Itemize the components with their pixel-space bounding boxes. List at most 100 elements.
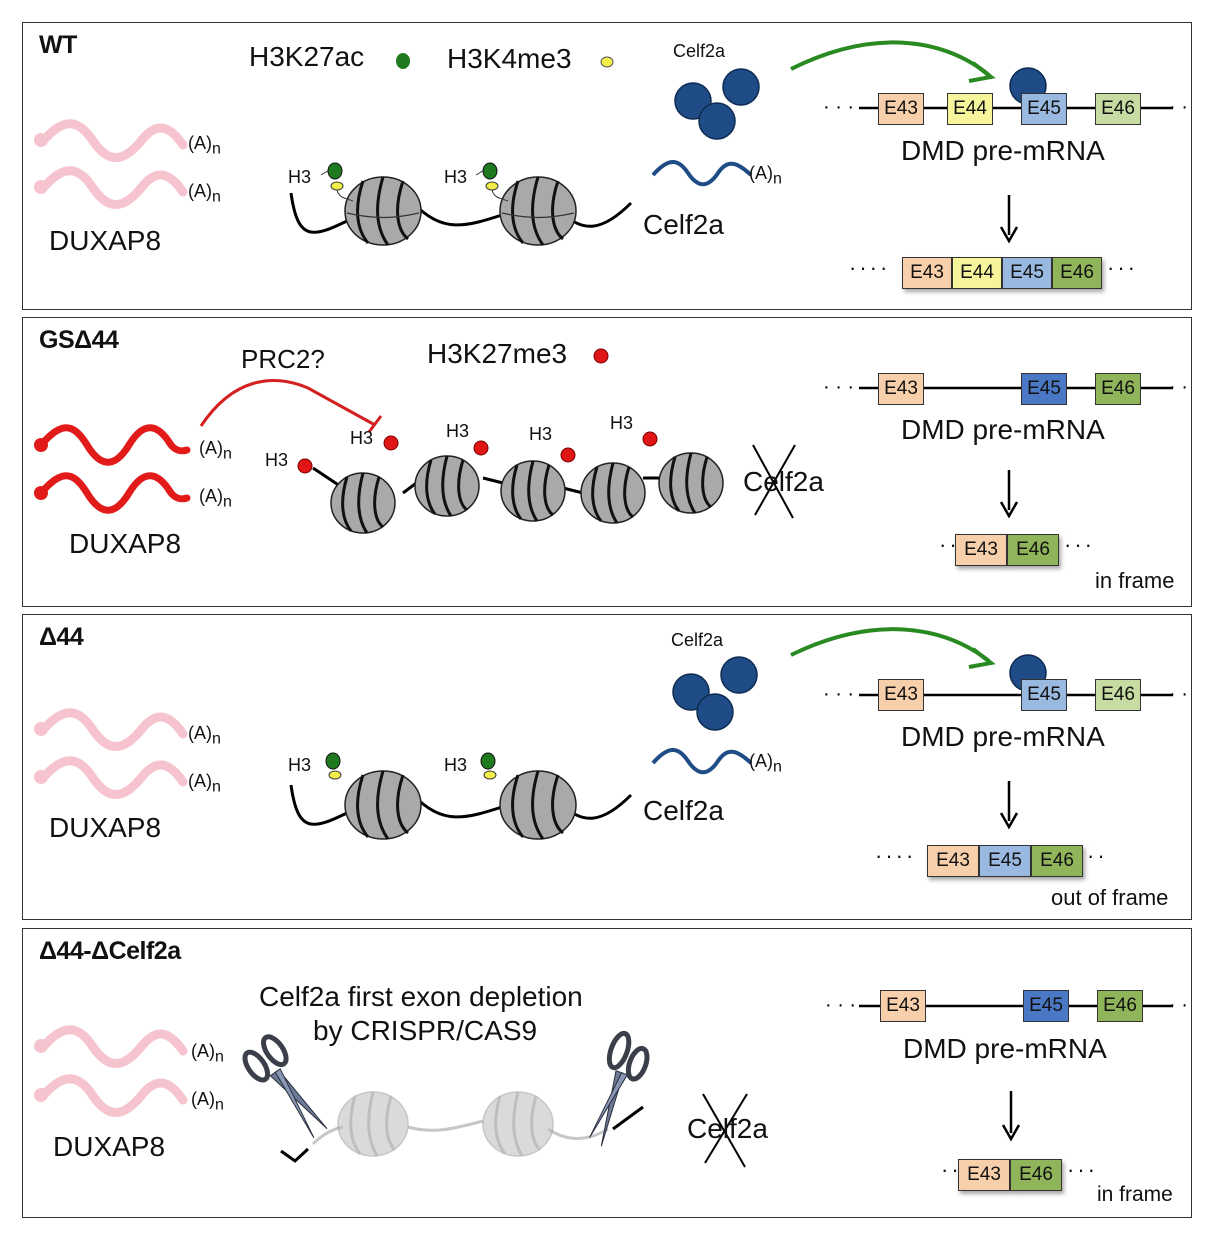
mrna-exon: E43 <box>902 257 952 289</box>
ellipsis: ·· <box>1087 843 1108 868</box>
panel-wt-graphics: · · · · · <box>34 40 1188 246</box>
mrna-exon: E43 <box>927 845 979 877</box>
premrna-exon: E45 <box>1021 93 1067 125</box>
polya-sub: n <box>215 1048 224 1066</box>
premrna-exon: E46 <box>1095 679 1141 711</box>
mrna-exon: E43 <box>955 534 1007 566</box>
premrna-exon: E43 <box>878 93 924 125</box>
polya-label: (A)n <box>188 771 221 797</box>
h3-label: H3 <box>610 413 634 433</box>
cap-icon <box>34 770 48 784</box>
polya-text: (A) <box>188 771 212 791</box>
celf2a-transcript-icon <box>651 748 753 775</box>
legend-h3k27me3-label: H3K27me3 <box>427 338 568 369</box>
polya-label: (A)n <box>199 486 232 512</box>
polya-sub: n <box>215 1096 224 1114</box>
nucleosome-icon <box>658 452 724 514</box>
mrna-exon: E46 <box>1031 845 1083 877</box>
duxap8-transcript-icon <box>38 1025 188 1117</box>
dmd-premrna-label: DMD pre-mRNA <box>901 135 1105 166</box>
polya-label: (A)n <box>191 1089 224 1115</box>
duxap8-transcript-icon <box>38 119 188 209</box>
ellipsis: · · · <box>823 96 854 118</box>
ellipsis: · · <box>1169 683 1188 705</box>
panel-title: WT <box>39 31 77 59</box>
cap-icon <box>34 180 48 194</box>
cut-dna-end <box>280 1147 310 1163</box>
dmd-premrna-label: DMD pre-mRNA <box>901 721 1105 752</box>
ellipsis: · · · <box>823 376 854 398</box>
polya-label: (A)n <box>188 723 221 749</box>
duxap8-label: DUXAP8 <box>69 528 182 559</box>
legend-h3k27ac-dot <box>396 53 410 69</box>
legend-h3k27ac-label: H3K27ac <box>249 41 365 72</box>
ellipsis: · · <box>1169 994 1188 1016</box>
frame-note: out of frame <box>1051 885 1169 910</box>
mrna-exon: E45 <box>1002 257 1052 289</box>
polya-sub: n <box>212 188 221 206</box>
celf2a-protein-icon <box>674 68 760 140</box>
histone-mark-h3k27ac-icon <box>325 752 497 780</box>
nucleosome-icon <box>344 770 422 840</box>
premrna-exon: E43 <box>880 990 926 1022</box>
dmd-premrna-label: DMD pre-mRNA <box>901 414 1105 445</box>
polya-label: (A)n <box>191 1041 224 1067</box>
polya-label: (A)n <box>749 751 782 777</box>
mrna-exon: E46 <box>1007 534 1059 566</box>
premrna-exon: E46 <box>1095 93 1141 125</box>
mrna-exon: E46 <box>1052 257 1102 289</box>
crispr-caption-line2: by CRISPR/CAS9 <box>313 1015 538 1046</box>
h3-label: H3 <box>446 421 470 441</box>
ellipsis: · · · <box>823 683 854 705</box>
arrowhead-icon <box>968 647 996 669</box>
frame-note: in frame <box>1095 568 1175 593</box>
celf2a-gene-label-crossed: Celf2a <box>687 1113 768 1144</box>
panel-delta44-delta-celf2a-graphics: · · · · · <box>34 994 1188 1168</box>
panel-title: Δ44 <box>39 623 84 651</box>
polya-label: (A)n <box>749 163 782 189</box>
cut-dna-end <box>612 1105 644 1131</box>
mrna-exon: E45 <box>979 845 1031 877</box>
ellipsis: ···· <box>849 255 891 280</box>
nucleosome-icon <box>500 460 566 522</box>
polya-text: (A) <box>199 486 223 506</box>
celf2a-protein-label: Celf2a <box>673 41 726 61</box>
celf2a-gene-label: Celf2a <box>643 795 724 826</box>
ellipsis: · · · <box>825 994 856 1016</box>
crispr-caption-line1: Celf2a first exon depletion <box>259 981 583 1012</box>
nucleosome-icon <box>580 462 646 524</box>
cap-icon <box>34 133 48 147</box>
nucleosome-icon <box>499 770 577 840</box>
polya-text: (A) <box>188 133 212 153</box>
cap-icon <box>34 486 48 500</box>
nucleosome-faded-icon <box>337 1091 409 1157</box>
polya-sub: n <box>212 778 221 796</box>
chromatin-fiber <box>312 466 663 495</box>
ellipsis: · · <box>1169 376 1188 398</box>
cap-icon <box>34 438 48 452</box>
ellipsis: ··· <box>1067 1157 1098 1182</box>
polya-text: (A) <box>749 163 773 183</box>
nucleosome-icon <box>499 176 577 246</box>
inhibition-bar-icon <box>367 415 383 433</box>
inhibition-arrow <box>199 379 376 427</box>
duxap8-label: DUXAP8 <box>49 225 162 256</box>
ellipsis: ··· <box>1064 532 1095 557</box>
polya-sub: n <box>223 445 232 463</box>
panel-wt: · · · · · WT H3K27ac H3K4me3 (A)n (A)n D… <box>22 22 1192 310</box>
polya-sub: n <box>773 758 782 776</box>
scissors-icon <box>242 1034 328 1139</box>
ellipsis: ··· <box>1107 255 1138 280</box>
panel-delta44: · · · · · Δ44 (A)n (A)n DUXAP8 H3 H3 Cel… <box>22 614 1192 920</box>
premrna-exon: E46 <box>1095 373 1141 405</box>
duxap8-transcript-icon <box>37 424 191 514</box>
mrna-exon: E44 <box>952 257 1002 289</box>
duxap8-label: DUXAP8 <box>53 1131 166 1162</box>
celf2a-gene-label-crossed: Celf2a <box>743 466 824 497</box>
histone-mark-h3k27me3-icon <box>297 431 658 474</box>
prc2-label: PRC2? <box>241 344 325 374</box>
polya-text: (A) <box>191 1089 215 1109</box>
chromatin-fiber <box>289 784 633 826</box>
polya-text: (A) <box>749 751 773 771</box>
polya-sub: n <box>212 140 221 158</box>
